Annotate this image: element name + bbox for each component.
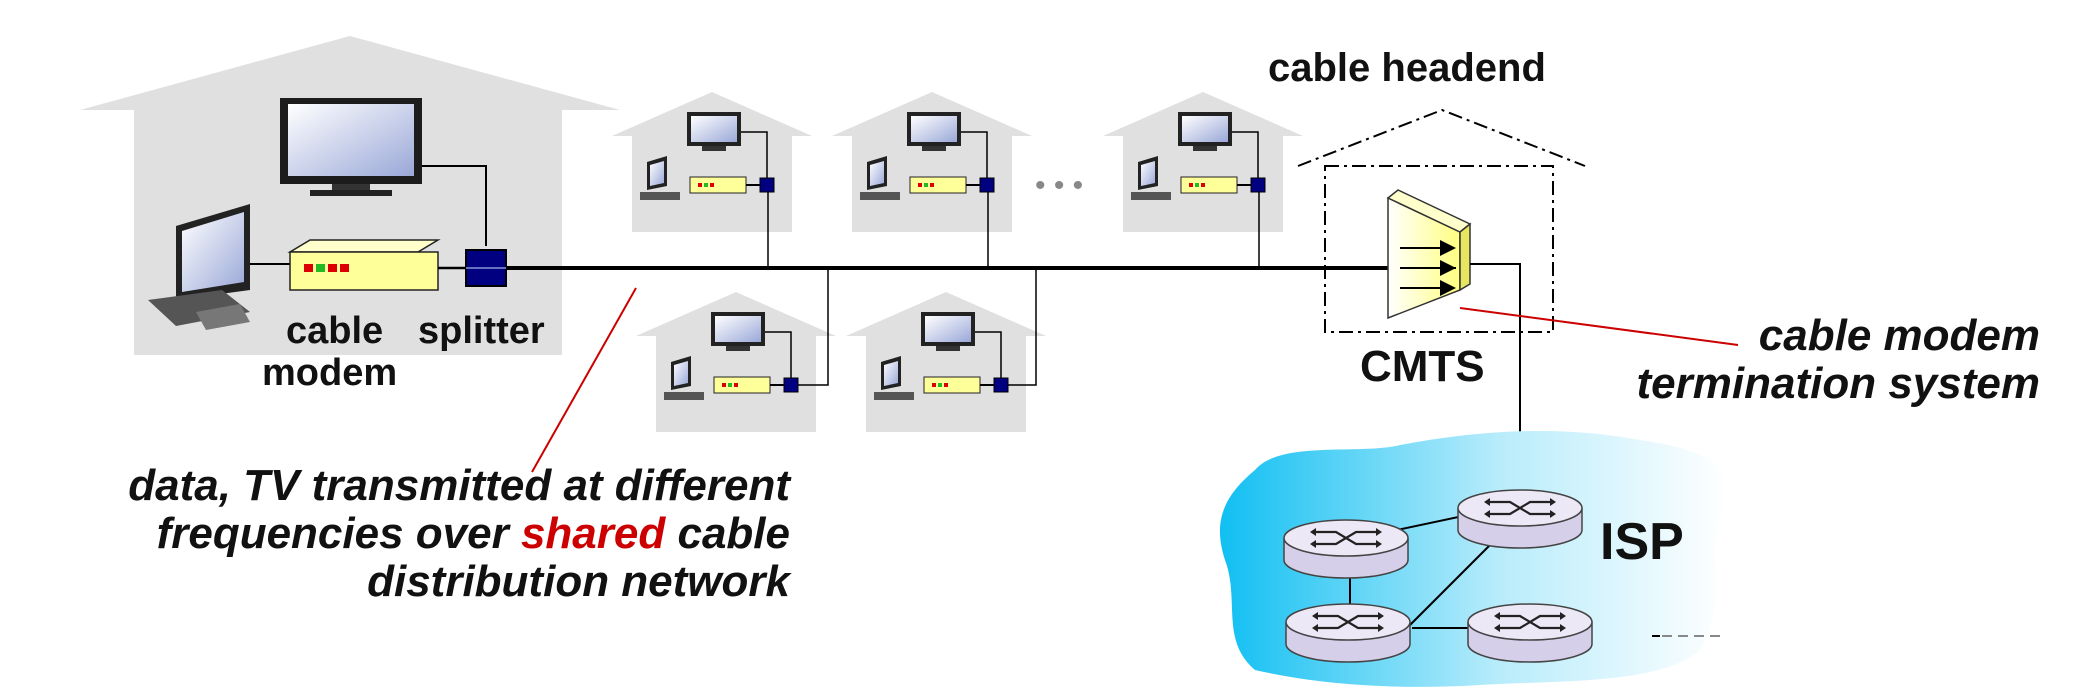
house-bottom-2 bbox=[845, 291, 1047, 433]
cmts-description-line-2: termination system bbox=[1636, 359, 2040, 408]
cable-annotation-line bbox=[531, 287, 637, 473]
ellipsis: • • • bbox=[1035, 169, 1083, 202]
main-house bbox=[80, 36, 620, 355]
router-icon bbox=[1466, 602, 1594, 664]
isp-network bbox=[1219, 430, 1728, 687]
caption-line-2-pre: frequencies over bbox=[156, 509, 521, 558]
computer-icon bbox=[148, 204, 250, 330]
house-top-3 bbox=[1102, 91, 1304, 233]
house-top-1 bbox=[611, 91, 813, 233]
splitter-label: splitter bbox=[418, 310, 545, 352]
tv-icon bbox=[280, 98, 422, 196]
house-bottom-1 bbox=[635, 291, 837, 433]
cable-label: cable bbox=[286, 310, 384, 352]
router-icon bbox=[1456, 488, 1584, 550]
router-icon bbox=[1284, 602, 1412, 664]
isp-label: ISP bbox=[1600, 513, 1684, 571]
modem-label: modem bbox=[262, 352, 398, 394]
caption-line-3: distribution network bbox=[367, 557, 790, 606]
caption-line-1: data, TV transmitted at different bbox=[128, 461, 790, 510]
house-top-2 bbox=[831, 91, 1033, 233]
cmts-icon bbox=[1386, 189, 1472, 320]
cable-headend bbox=[1297, 108, 1586, 333]
splitter-icon bbox=[465, 249, 507, 287]
cmts-annotation-line bbox=[1459, 307, 1739, 346]
cable-modem-icon bbox=[287, 239, 441, 291]
cmts-label: CMTS bbox=[1360, 342, 1485, 391]
caption: data, TV transmitted at different freque… bbox=[30, 462, 790, 606]
caption-line-2-post: cable bbox=[665, 509, 790, 558]
caption-shared-highlight: shared bbox=[520, 509, 666, 558]
router-icon bbox=[1282, 518, 1410, 580]
cmts-description: cable modem termination system bbox=[1590, 312, 2040, 408]
cable-headend-label: cable headend bbox=[1268, 46, 1546, 90]
house-icon bbox=[80, 36, 620, 110]
caption-line-2: frequencies over shared cable bbox=[30, 510, 790, 558]
cmts-description-line-1: cable modem bbox=[1758, 311, 2040, 360]
